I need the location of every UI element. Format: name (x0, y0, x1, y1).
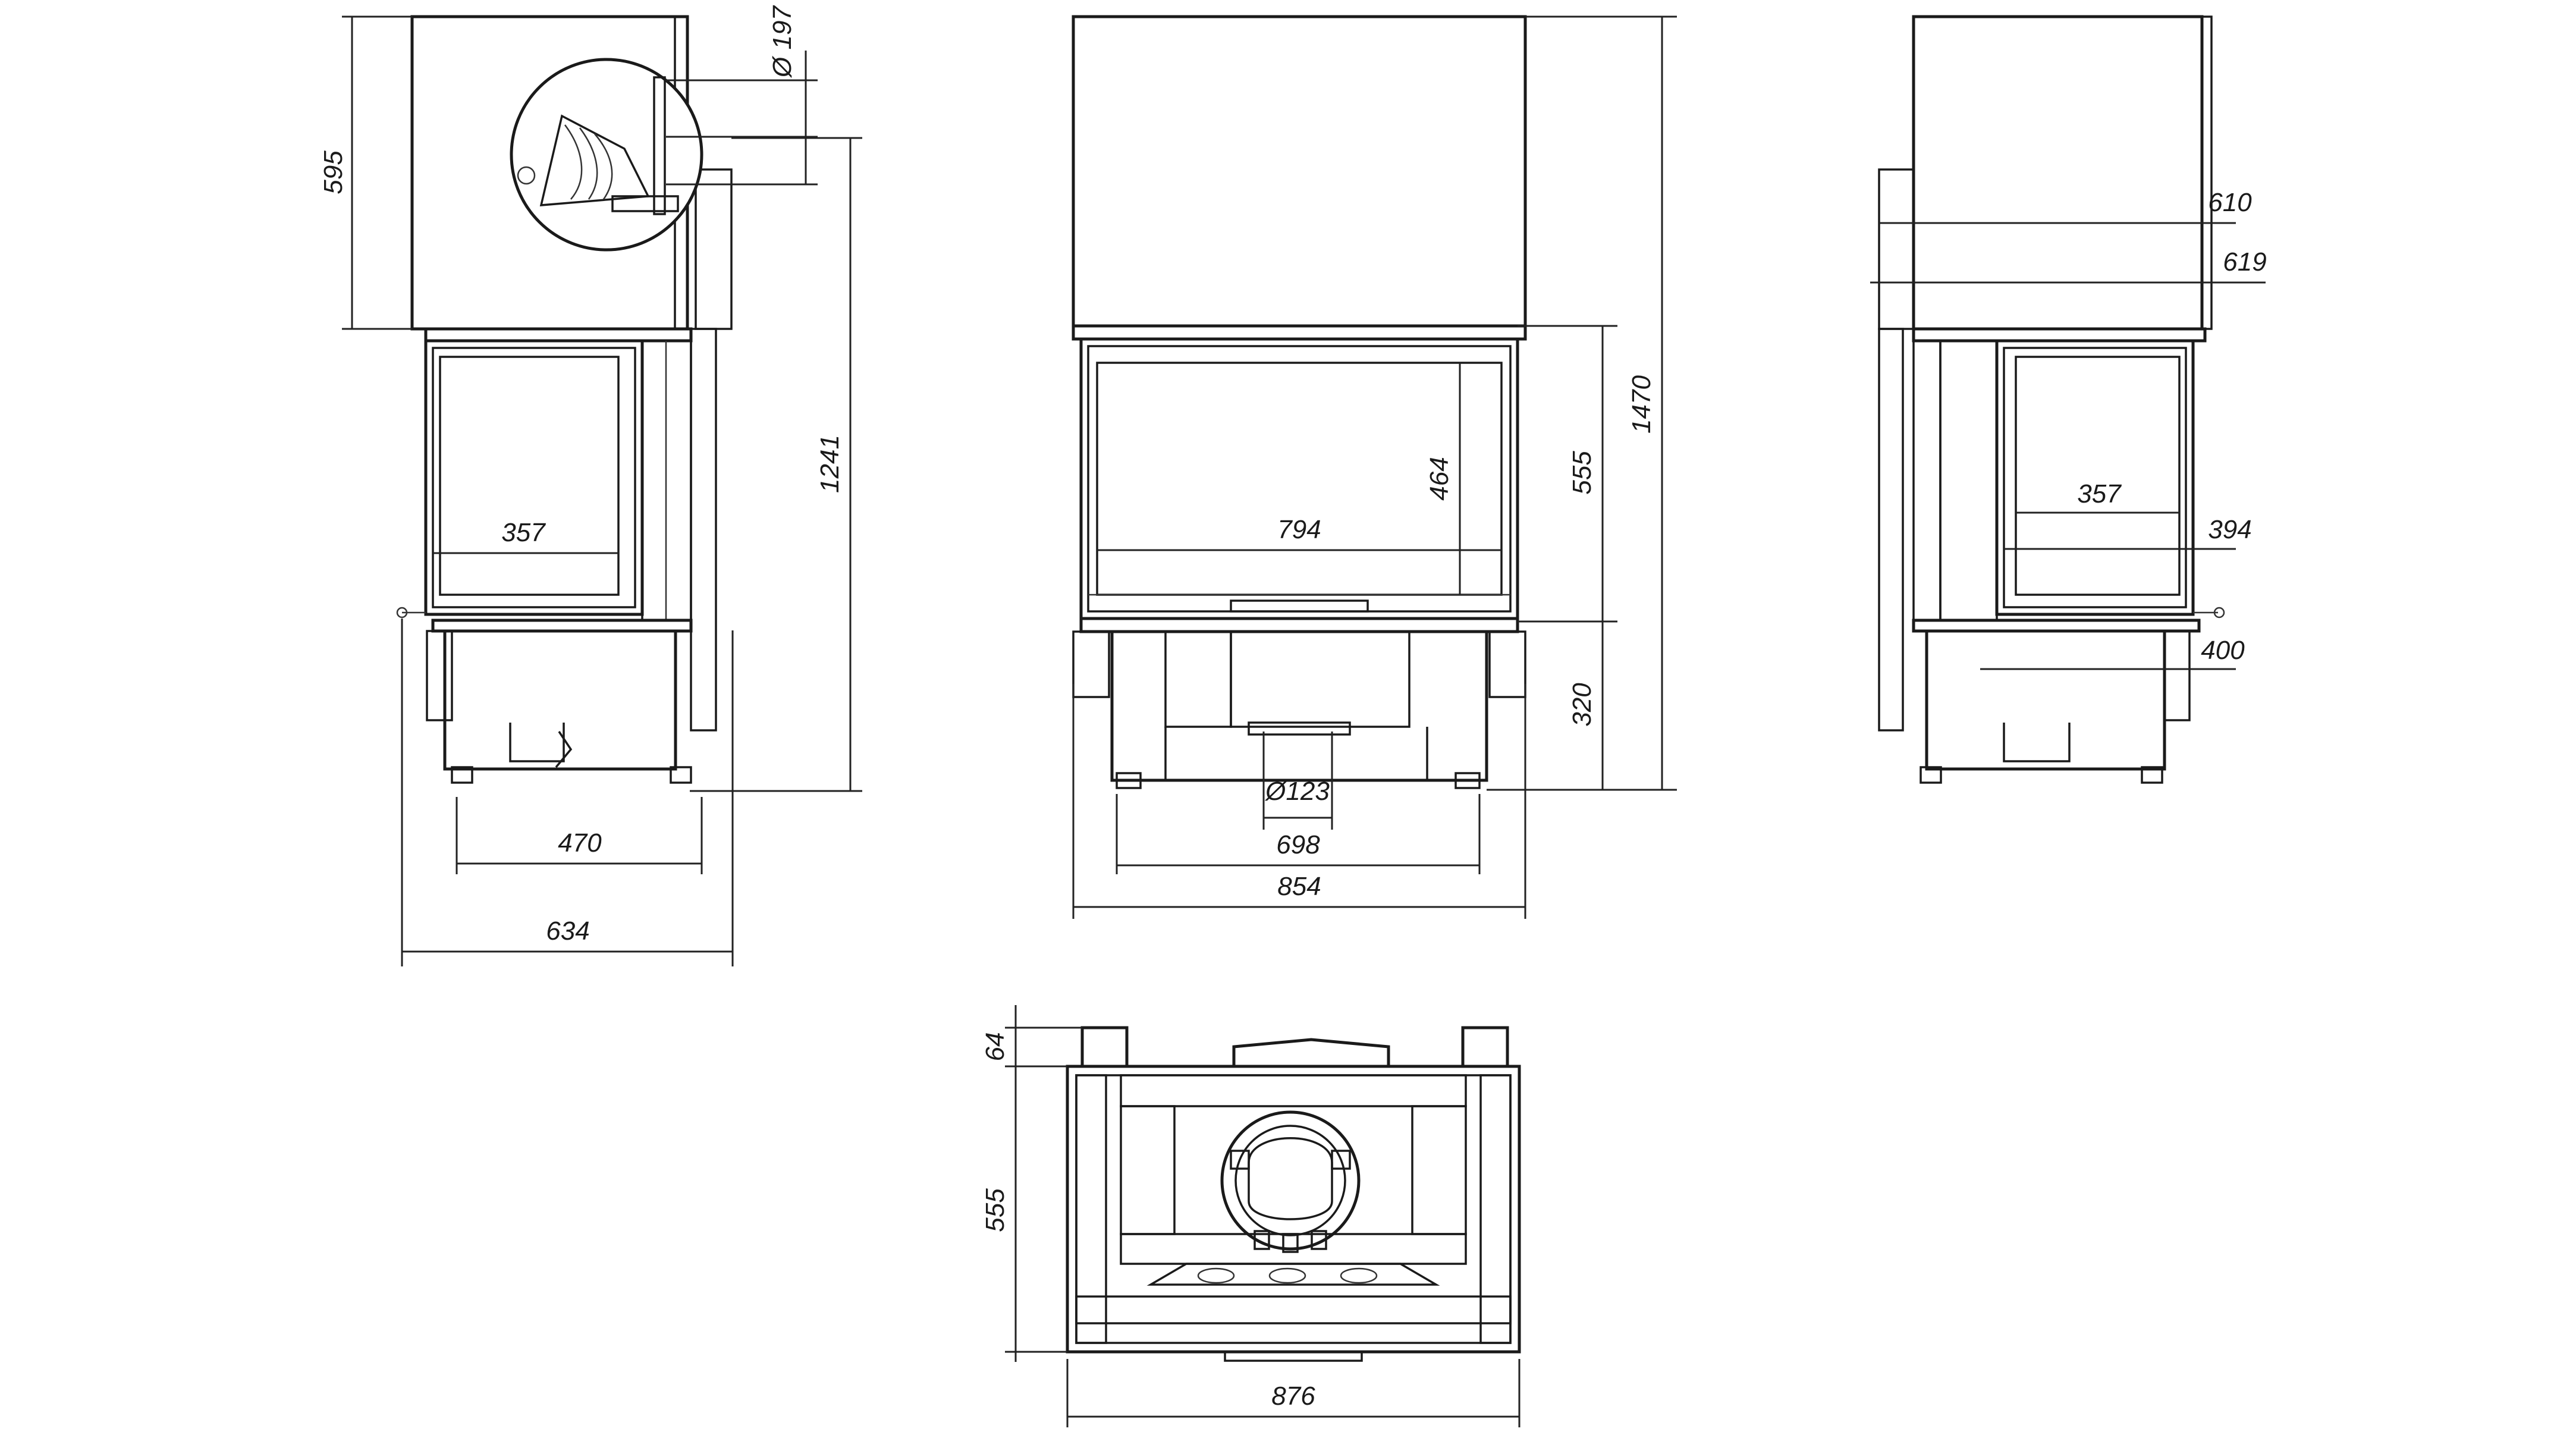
flue-detail-circle (510, 58, 703, 252)
right-glass-width-label: 357 (2077, 479, 2122, 508)
left-height-top-label: 595 (319, 150, 348, 194)
top-dimensions (1005, 1005, 1521, 1427)
front-door-height-label: 555 (1567, 451, 1597, 495)
flue-ring (1220, 1110, 1361, 1251)
front-dimensions (1072, 15, 1677, 919)
right-glass-frame (1995, 339, 2195, 616)
right-394-label: 394 (2208, 515, 2251, 544)
front-glass-width-label: 794 (1277, 515, 1321, 544)
right-400-label: 400 (2201, 636, 2245, 665)
right-base (1925, 629, 2166, 771)
front-glass-height-label: 464 (1425, 457, 1454, 500)
top-depth-555-label: 555 (981, 1188, 1010, 1232)
left-side-view: 595 Ø 197 1241 357 470 634 (319, 5, 862, 966)
right-dimensions (1870, 222, 2266, 670)
front-total-height-label: 1470 (1627, 375, 1656, 434)
front-base-height-label: 320 (1567, 683, 1597, 727)
top-depth-64-label: 64 (981, 1032, 1010, 1062)
left-glass-frame (424, 339, 644, 616)
left-glass-width-label: 357 (501, 518, 546, 547)
right-610-label: 610 (2208, 188, 2252, 217)
front-air-inlet-diameter-label: Ø123 (1264, 777, 1330, 806)
top-width-876-label: 876 (1271, 1382, 1315, 1411)
right-619-label: 619 (2223, 247, 2266, 277)
front-upper-casing (1072, 15, 1527, 328)
front-total-width-label: 854 (1277, 872, 1321, 901)
right-side-view: 357 610 619 394 400 (1870, 15, 2267, 784)
left-total-width-label: 634 (546, 916, 589, 946)
top-view: 64 555 876 (981, 1005, 1521, 1427)
top-outline (1066, 1065, 1521, 1354)
left-base (443, 629, 677, 771)
front-base (1110, 630, 1488, 782)
front-view: 464 794 555 1470 320 Ø123 698 854 (1072, 15, 1677, 919)
left-leg-spacing-label: 470 (558, 828, 602, 858)
front-leg-spacing-label: 698 (1276, 830, 1320, 859)
left-flue-diameter-label: Ø 197 (768, 5, 797, 79)
left-height-total-label: 1241 (815, 435, 844, 493)
left-dimensions (342, 15, 862, 966)
